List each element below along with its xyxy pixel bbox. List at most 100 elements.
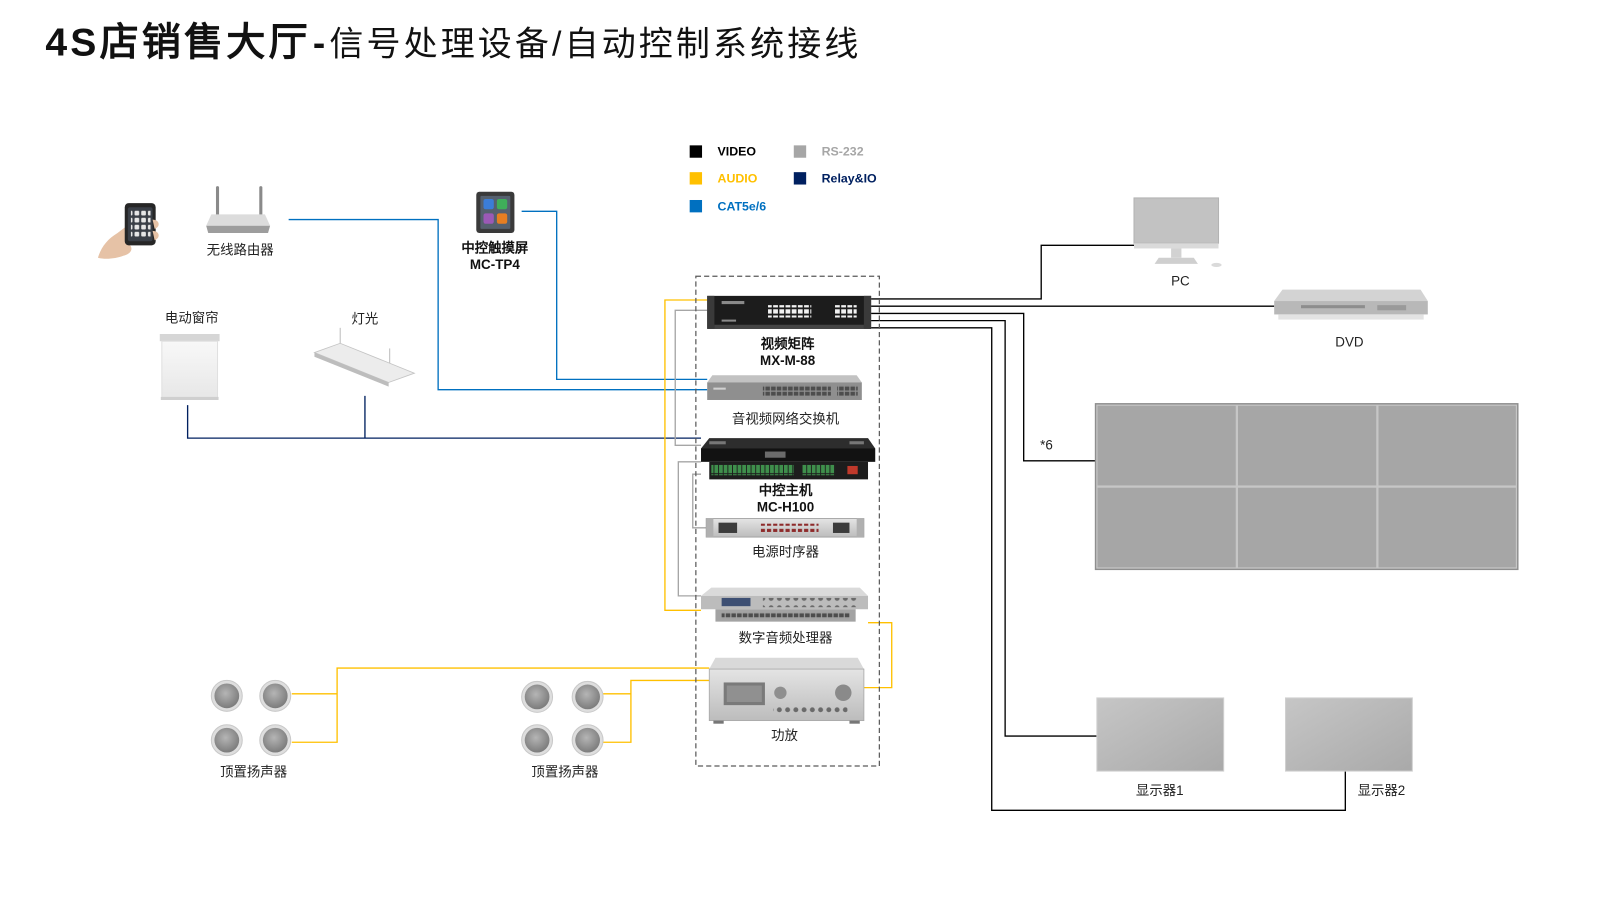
display-1-screen bbox=[1096, 697, 1225, 772]
display-2-label: 显示器2 bbox=[1357, 782, 1406, 798]
rs232-line-host-dsp bbox=[677, 461, 702, 597]
lighting-label: 灯光 bbox=[351, 311, 379, 327]
touch-panel-model: MC-TP4 bbox=[469, 256, 520, 273]
video-wall-panel bbox=[1096, 486, 1237, 569]
router-body-top bbox=[206, 214, 271, 226]
pc-mouse bbox=[1211, 262, 1222, 268]
ceiling-speaker-icon bbox=[259, 724, 292, 757]
light-panel-edge bbox=[314, 352, 389, 387]
sequencer-rack-ear bbox=[706, 518, 714, 538]
legend-swatch-audio bbox=[689, 172, 703, 185]
relay-line-curtain-host bbox=[186, 405, 702, 439]
ceiling-speaker-icon bbox=[571, 680, 604, 713]
video-line-video-wall bbox=[871, 312, 1096, 462]
amp-foot bbox=[849, 720, 860, 724]
host-power-socket bbox=[847, 465, 858, 475]
touch-panel-tile bbox=[483, 198, 494, 210]
speaker-cone bbox=[524, 727, 550, 753]
pc-bezel-chin bbox=[1133, 243, 1219, 249]
sequencer-channel-leds bbox=[760, 523, 819, 532]
audio-line-amp-speakers-left bbox=[291, 667, 710, 743]
video-line-display2 bbox=[871, 327, 1346, 811]
central-control-host-device bbox=[701, 438, 876, 480]
page-title: 4S店销售大厅-信号处理设备/自动控制系统接线 bbox=[45, 19, 861, 77]
rs232-wires bbox=[674, 309, 708, 597]
amp-knob-small bbox=[774, 686, 787, 699]
host-terminal-blocks bbox=[711, 464, 794, 476]
motorized-curtain-icon bbox=[159, 334, 220, 400]
legend-swatch-video bbox=[689, 145, 703, 158]
rs232-line-host-sequencer bbox=[692, 473, 707, 529]
phone-keypad bbox=[130, 210, 151, 239]
dvd-top bbox=[1274, 289, 1428, 302]
host-model-mark bbox=[849, 441, 864, 445]
curtain-label: 电动窗帘 bbox=[164, 310, 219, 326]
audio-line-amp-speakers-center bbox=[603, 679, 710, 743]
dsp-controls bbox=[762, 597, 858, 608]
ceiling-speaker-icon bbox=[210, 679, 243, 712]
switch-ports bbox=[762, 385, 831, 396]
legend-label-audio: AUDIO bbox=[717, 171, 758, 186]
amp-buttons bbox=[773, 705, 848, 714]
wireless-router-icon bbox=[206, 186, 271, 233]
dsp-label: 数字音频处理器 bbox=[738, 629, 833, 646]
dvd-shadow bbox=[1278, 314, 1424, 320]
video-wires bbox=[871, 244, 1346, 811]
pc-stand-neck bbox=[1171, 248, 1182, 258]
control-host-label: 中控主机 bbox=[758, 482, 813, 498]
matrix-input-buttons bbox=[768, 305, 812, 318]
switch-logo bbox=[713, 387, 726, 390]
audio-line-dsp-amplifier bbox=[863, 621, 893, 689]
speaker-cone bbox=[214, 683, 240, 709]
dsp-top bbox=[701, 587, 869, 596]
legend-swatch-rs232 bbox=[793, 145, 807, 158]
smartphone-in-hand-icon bbox=[97, 203, 159, 259]
legend-label-rs232: RS-232 bbox=[821, 144, 864, 159]
legend-label-relay-io: Relay&IO bbox=[821, 171, 877, 186]
dvd-tray bbox=[1300, 305, 1365, 309]
curtain-rail bbox=[159, 334, 220, 342]
speaker-cone bbox=[575, 727, 600, 753]
video-wall-panel bbox=[1377, 486, 1518, 569]
fingers bbox=[152, 219, 159, 241]
touch-panel-tile bbox=[496, 213, 508, 224]
amplifier-label: 功放 bbox=[771, 727, 798, 744]
equipment-rack-outline bbox=[695, 275, 880, 767]
legend-swatch-cat5e bbox=[689, 199, 703, 213]
pc-screen bbox=[1133, 197, 1220, 244]
dsp-rear-connectors bbox=[721, 612, 850, 619]
host-network-ports bbox=[764, 451, 786, 458]
amp-display bbox=[726, 685, 762, 703]
amp-volume-knob bbox=[835, 684, 852, 702]
amp-top bbox=[709, 657, 864, 670]
audio-line-matrix-dsp bbox=[664, 299, 708, 611]
sequencer-power-switch bbox=[832, 522, 850, 533]
dvd-buttons bbox=[1377, 305, 1407, 311]
cat5e-wires bbox=[288, 210, 708, 391]
matrix-rack-ear bbox=[863, 295, 872, 329]
curtain-fabric bbox=[161, 340, 219, 399]
video-wall-panel bbox=[1236, 404, 1378, 487]
host-top bbox=[701, 438, 876, 449]
ceiling-speaker-icon bbox=[571, 724, 604, 757]
pc-monitor-icon bbox=[1133, 197, 1222, 268]
switch-top bbox=[707, 375, 862, 383]
video-wall bbox=[1094, 403, 1519, 571]
speakers-left-label: 顶置扬声器 bbox=[220, 763, 288, 780]
touch-panel-label: 中控触摸屏 bbox=[461, 240, 529, 256]
control-host-model: MC-H100 bbox=[756, 498, 815, 515]
ceiling-light-icon bbox=[313, 327, 416, 387]
touch-panel-tile bbox=[496, 198, 508, 210]
host-logo bbox=[709, 441, 726, 445]
ceiling-speaker-icon bbox=[210, 724, 243, 757]
matrix-model-mark bbox=[721, 319, 737, 322]
speaker-cone bbox=[524, 684, 550, 710]
title-separator: - bbox=[312, 21, 326, 64]
speaker-cone bbox=[262, 683, 288, 709]
video-wall-panel bbox=[1377, 404, 1518, 487]
video-matrix-device bbox=[707, 295, 872, 329]
matrix-output-buttons bbox=[833, 305, 857, 318]
pc-stand-base bbox=[1154, 257, 1198, 264]
